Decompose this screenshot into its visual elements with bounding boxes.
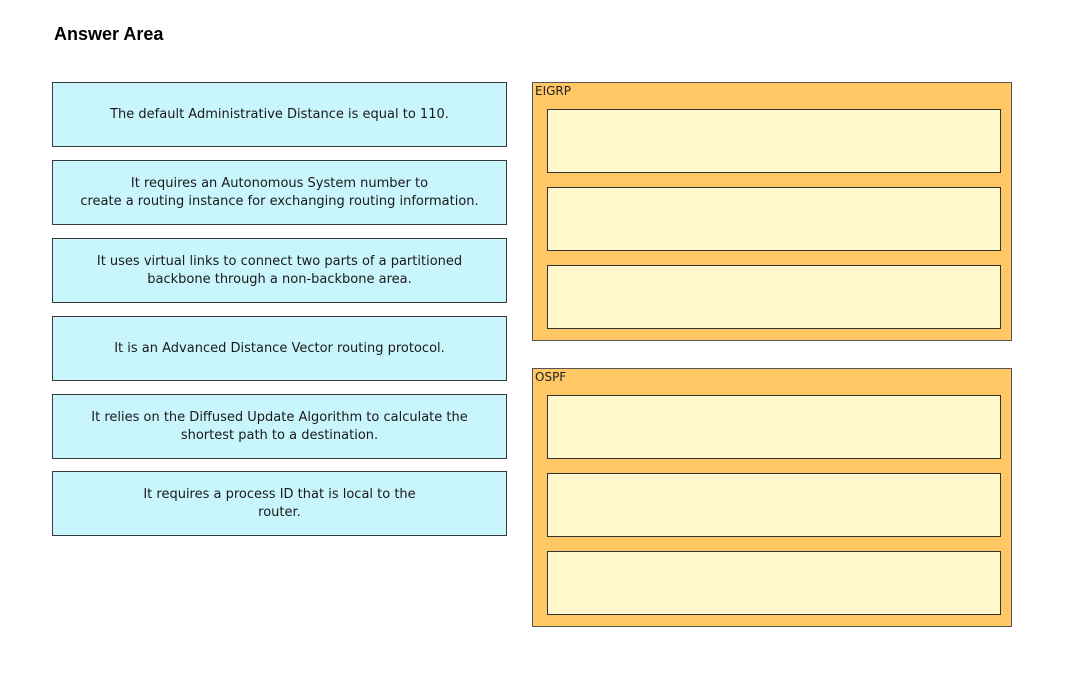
ospf-drop-slot-2[interactable] bbox=[547, 473, 1001, 537]
ospf-target-group: OSPF bbox=[532, 368, 1012, 627]
ospf-drop-slot-3[interactable] bbox=[547, 551, 1001, 615]
source-item-autonomous-system[interactable]: It requires an Autonomous System number … bbox=[52, 160, 507, 225]
eigrp-drop-slot-3[interactable] bbox=[547, 265, 1001, 329]
eigrp-target-group: EIGRP bbox=[532, 82, 1012, 341]
source-item-advanced-distance-vector[interactable]: It is an Advanced Distance Vector routin… bbox=[52, 316, 507, 381]
page-title: Answer Area bbox=[54, 24, 164, 44]
source-item-process-id[interactable]: It requires a process ID that is local t… bbox=[52, 471, 507, 536]
eigrp-drop-slot-1[interactable] bbox=[547, 109, 1001, 173]
source-item-virtual-links[interactable]: It uses virtual links to connect two par… bbox=[52, 238, 507, 303]
eigrp-drop-slot-2[interactable] bbox=[547, 187, 1001, 251]
eigrp-group-label: EIGRP bbox=[535, 84, 571, 98]
source-item-dual-algorithm[interactable]: It relies on the Diffused Update Algorit… bbox=[52, 394, 507, 459]
ospf-drop-slot-1[interactable] bbox=[547, 395, 1001, 459]
source-item-admin-distance[interactable]: The default Administrative Distance is e… bbox=[52, 82, 507, 147]
ospf-group-label: OSPF bbox=[535, 370, 567, 384]
